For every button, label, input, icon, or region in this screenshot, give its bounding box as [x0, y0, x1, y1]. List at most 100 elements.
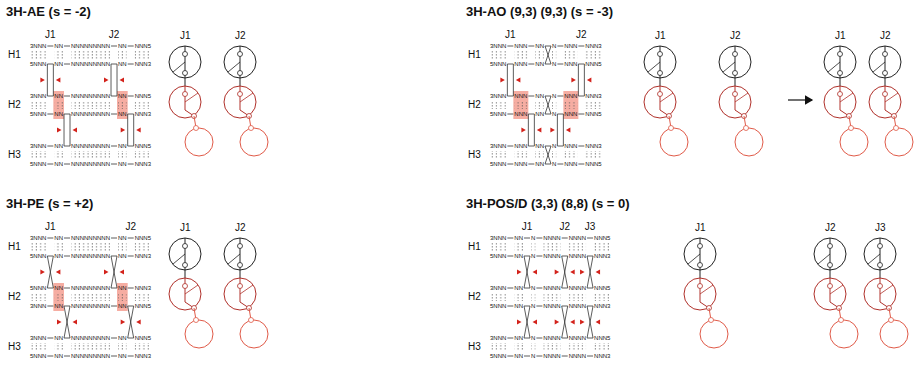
- sequence-segment: N: [531, 352, 535, 360]
- crossover: [507, 64, 508, 96]
- base-pairs: [135, 343, 151, 351]
- backbone-dash: [47, 338, 53, 339]
- junction-marker: [120, 78, 125, 83]
- sequence-segment: NNNNNNNNN: [71, 92, 110, 100]
- crossover: [584, 64, 585, 96]
- base-pairs: [118, 151, 127, 159]
- base-pairs: [71, 293, 110, 301]
- helix-loop: [185, 128, 213, 156]
- helix-label: H1: [8, 49, 21, 61]
- crossover: [524, 306, 530, 338]
- backbone-dash: [507, 46, 513, 47]
- backbone-dash: [64, 146, 70, 147]
- crossover: [587, 306, 593, 338]
- sequence-segment: NNNN: [543, 352, 560, 360]
- junction-label: J2: [235, 222, 246, 234]
- sequence-segment: NNNN: [569, 252, 586, 260]
- sequence-segment: 5NNN: [30, 160, 46, 168]
- sequence-segment: NNNNNNNNN: [71, 234, 110, 242]
- sequence-segment: NNNN: [569, 284, 586, 292]
- junction-marker: [566, 128, 571, 133]
- junction-marker: [537, 128, 542, 133]
- helix-loop: [880, 320, 908, 348]
- base-pairs: [490, 101, 506, 109]
- helix-loop: [869, 86, 901, 118]
- strand-node: [249, 318, 254, 323]
- junction-marker: [580, 270, 585, 275]
- highlight-block: [563, 91, 578, 119]
- helix-loop: [814, 278, 846, 310]
- crossover: [587, 256, 593, 288]
- loop-stem: [228, 62, 240, 72]
- base-pairs: [54, 243, 63, 251]
- transition-arrow: [788, 99, 812, 100]
- backbone-dash: [47, 96, 53, 97]
- backbone-dash: [111, 306, 117, 307]
- sequence-segment: N: [531, 334, 535, 342]
- backbone-dash: [128, 306, 134, 307]
- crossover: [128, 306, 134, 338]
- sequence-segment: 3NNN: [490, 334, 506, 342]
- backbone-dash: [524, 238, 530, 239]
- base-pairs: [535, 51, 544, 59]
- junction-marker: [580, 320, 585, 325]
- strand-node: [183, 92, 188, 97]
- highlight-block: [53, 283, 64, 311]
- backbone-dash: [536, 306, 542, 307]
- sequence-segment: 5NNN: [490, 110, 506, 118]
- junction-marker: [596, 270, 601, 275]
- helix-label: H3: [468, 149, 481, 161]
- crossover: [528, 114, 529, 146]
- base-pairs: [514, 51, 527, 59]
- crossover: [562, 306, 568, 338]
- base-pairs: [490, 343, 506, 351]
- backbone-dash: [587, 306, 593, 307]
- crossover: [64, 306, 70, 338]
- base-pairs: [535, 101, 544, 109]
- strand-node: [669, 126, 674, 131]
- base-pairs: [585, 51, 601, 59]
- crossover: [70, 114, 71, 146]
- junction-marker: [40, 270, 45, 275]
- strand-node: [238, 71, 243, 76]
- sequence-segment: 5NNN: [30, 60, 46, 68]
- sequence-segment: 3NNN: [30, 142, 46, 150]
- strand-node: [709, 318, 714, 323]
- sequence-segment: NN: [54, 284, 63, 292]
- sequence-segment: N: [531, 302, 535, 310]
- backbone-dash: [111, 46, 117, 47]
- crossover: [128, 306, 134, 338]
- junction-marker: [57, 320, 62, 325]
- helix-loop: [240, 128, 268, 156]
- junction-label: J1: [835, 30, 846, 42]
- crossover: [587, 256, 593, 288]
- sequence-segment: NNN5: [585, 110, 601, 118]
- base-pairs: [594, 243, 610, 251]
- backbone-dash: [64, 306, 70, 307]
- helix-loop: [735, 128, 763, 156]
- base-pairs: [490, 51, 506, 59]
- sequence-segment: NNN: [564, 92, 577, 100]
- backbone-dash: [47, 356, 53, 357]
- junction-label: J2: [559, 221, 570, 233]
- sequence-segment: NNN3: [135, 110, 151, 118]
- strand-node: [828, 263, 833, 268]
- loop-stem: [173, 62, 185, 72]
- sequence-segment: 3NNN: [490, 142, 506, 150]
- loop-stem: [830, 278, 831, 302]
- sequence-segment: N: [531, 252, 535, 260]
- sequence-segment: NNN: [514, 42, 527, 50]
- sequence-segment: 5NNN: [490, 302, 506, 310]
- strand-node: [238, 284, 243, 289]
- sequence-segment: NNN: [564, 110, 577, 118]
- loop-stem: [873, 62, 885, 72]
- backbone-dash: [111, 96, 117, 97]
- base-pairs: [569, 293, 586, 301]
- backbone-dash: [545, 164, 551, 165]
- base-pairs: [569, 243, 586, 251]
- base-pairs: [569, 343, 586, 351]
- backbone-dash: [507, 288, 513, 289]
- sequence-segment: NNN3: [585, 42, 601, 50]
- backbone-dash: [528, 64, 534, 65]
